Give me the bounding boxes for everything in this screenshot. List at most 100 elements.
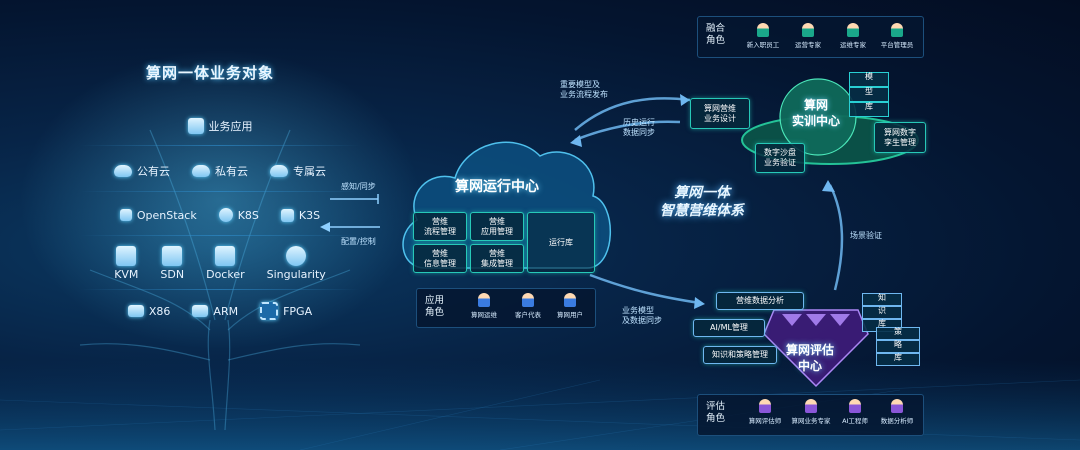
module-line: 流程管理 bbox=[424, 226, 456, 236]
divider bbox=[80, 235, 360, 236]
box-line: 数字沙盘 bbox=[764, 148, 796, 158]
role-evaluator: 算网评估师 bbox=[740, 399, 790, 425]
role-label: 算网运维 bbox=[471, 311, 497, 319]
server-icon bbox=[192, 305, 209, 317]
person-icon bbox=[891, 23, 903, 37]
role-label: 运营专家 bbox=[795, 41, 821, 49]
module-line: 应用管理 bbox=[481, 226, 513, 236]
label-bizmodel-sync: 业务模型及数据同步 bbox=[622, 306, 662, 327]
person-icon bbox=[891, 399, 903, 413]
role-label: 新入职员工 bbox=[746, 41, 780, 49]
module-line: 营维 bbox=[432, 216, 448, 226]
k8s-icon bbox=[218, 208, 233, 222]
label-business-app: 业务应用 bbox=[208, 120, 253, 133]
k3s-icon bbox=[280, 208, 294, 222]
kvm-icon bbox=[116, 246, 137, 266]
role-ops: 算网运维 bbox=[459, 293, 509, 319]
label-line: 重要模型及 bbox=[560, 80, 600, 89]
box-line: 业务验证 bbox=[764, 158, 796, 167]
head-line: 角色 bbox=[706, 412, 726, 424]
divider bbox=[80, 289, 360, 290]
server-icon bbox=[127, 305, 144, 317]
model-lib-2: 型 bbox=[849, 87, 889, 102]
policy-lib-1: 策 bbox=[876, 327, 920, 340]
role-label: 算网业务专家 bbox=[791, 417, 831, 425]
box-line: 孪生管理 bbox=[884, 137, 916, 147]
label-arm: ARM bbox=[213, 304, 239, 318]
sdn-icon bbox=[162, 246, 183, 266]
title-line: 算网 bbox=[804, 98, 829, 112]
app-roles-head: 应用角色 bbox=[425, 295, 444, 319]
eval-item-knowledge[interactable]: 知识和策略管理 bbox=[703, 346, 777, 364]
fusion-roles-panel: 融合角色 新入职员工 运营专家 运维专家 平台管理员 bbox=[697, 16, 924, 58]
knowledge-lib-2: 识 bbox=[862, 306, 902, 319]
divider bbox=[80, 191, 360, 192]
title-line: 实训中心 bbox=[792, 114, 841, 129]
runtime-library[interactable]: 运行库 bbox=[527, 212, 595, 273]
label-dedicated-cloud: 专属云 bbox=[293, 165, 326, 178]
app-roles-panel: 应用角色 算网运维 客户代表 算网用户 bbox=[416, 288, 596, 328]
twin-box[interactable]: 算网数字孪生管理 bbox=[874, 122, 926, 153]
role-ai-engineer: AI工程师 bbox=[830, 399, 880, 425]
role-operations-expert: 运营专家 bbox=[783, 23, 833, 49]
head-line: 角色 bbox=[706, 34, 726, 46]
label-k3s: K3S bbox=[298, 208, 321, 222]
module-app-mgmt[interactable]: 营维应用管理 bbox=[470, 212, 524, 241]
person-icon bbox=[849, 399, 861, 413]
person-icon bbox=[478, 293, 490, 307]
eval-roles-panel: 评估角色 算网评估师 算网业务专家 AI工程师 数据分析师 bbox=[697, 394, 924, 436]
role-biz-expert: 算网业务专家 bbox=[786, 399, 836, 425]
role-label: 算网用户 bbox=[557, 311, 583, 319]
label-history-sync: 历史运行数据同步 bbox=[623, 118, 655, 139]
person-icon bbox=[564, 293, 576, 307]
label-fpga: FPGA bbox=[283, 304, 313, 318]
chip-icon bbox=[260, 302, 279, 320]
row-virtualization: KVM SDN Docker Singularity bbox=[80, 246, 360, 281]
role-user: 算网用户 bbox=[545, 293, 595, 319]
label-private-cloud: 私有云 bbox=[215, 165, 248, 178]
person-icon bbox=[847, 23, 859, 37]
label-sdn: SDN bbox=[160, 268, 185, 281]
eval-item-aiml[interactable]: AI/ML管理 bbox=[693, 319, 765, 337]
role-new-hire: 新入职员工 bbox=[738, 23, 788, 49]
head-line: 应用 bbox=[425, 295, 445, 306]
row-platforms: OpenStack K8S K3S bbox=[80, 208, 360, 222]
label-publish: 重要模型及业务流程发布 bbox=[560, 80, 608, 101]
module-integration-mgmt[interactable]: 营维集成管理 bbox=[470, 244, 524, 273]
cloud-icon bbox=[114, 165, 132, 177]
openstack-icon bbox=[119, 209, 132, 221]
cloud-icon bbox=[192, 165, 210, 177]
label-singularity: Singularity bbox=[266, 268, 326, 281]
design-box[interactable]: 算网营维业务设计 bbox=[690, 98, 750, 129]
module-line: 营维 bbox=[489, 248, 505, 258]
role-label: 客户代表 bbox=[515, 311, 541, 319]
title-line: 中心 bbox=[798, 359, 823, 374]
module-info-mgmt[interactable]: 营维信息管理 bbox=[413, 244, 467, 273]
cloud-icon bbox=[270, 165, 288, 177]
head-line: 融合 bbox=[706, 23, 726, 34]
eval-item-data-analysis[interactable]: 营维数据分析 bbox=[716, 292, 804, 310]
label-docker: Docker bbox=[206, 268, 245, 281]
fusion-roles-head: 融合角色 bbox=[706, 23, 725, 47]
label-config-control: 配置/控制 bbox=[341, 237, 376, 246]
module-line: 营维 bbox=[432, 248, 448, 258]
label-line: 数据同步 bbox=[623, 128, 655, 138]
sandbox-box[interactable]: 数字沙盘业务验证 bbox=[755, 143, 805, 173]
label-openstack: OpenStack bbox=[136, 208, 197, 222]
title-line: 算网一体 bbox=[674, 185, 730, 201]
role-platform-admin: 平台管理员 bbox=[872, 23, 922, 49]
role-customer-rep: 客户代表 bbox=[503, 293, 553, 319]
model-lib-3: 库 bbox=[849, 102, 889, 117]
label-k8s: K8S bbox=[237, 208, 259, 222]
model-lib-1: 模 bbox=[849, 72, 889, 87]
policy-lib-2: 略 bbox=[876, 340, 920, 353]
knowledge-lib-1: 知 bbox=[862, 293, 902, 306]
eval-roles-head: 评估角色 bbox=[706, 401, 725, 425]
label-x86: X86 bbox=[148, 304, 171, 318]
box-line: 算网营维 bbox=[704, 103, 736, 113]
module-process-mgmt[interactable]: 营维流程管理 bbox=[413, 212, 467, 241]
label-public-cloud: 公有云 bbox=[137, 165, 170, 178]
role-label: 运维专家 bbox=[840, 41, 866, 49]
label-line: 业务模型 bbox=[622, 306, 654, 315]
